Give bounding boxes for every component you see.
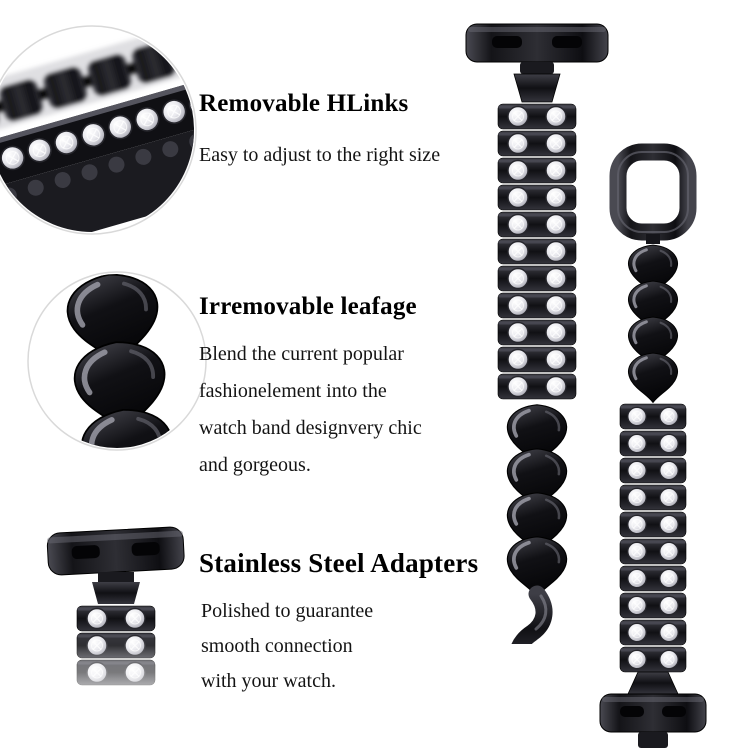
callout-desc-line: and gorgeous. bbox=[199, 454, 311, 476]
callout-title-hlinks: Removable HLinks bbox=[199, 90, 409, 117]
callout-title-adapters: Stainless Steel Adapters bbox=[199, 548, 479, 578]
callout-desc-line: watch band designvery chic bbox=[199, 417, 422, 439]
band-front-stone-links bbox=[498, 104, 576, 399]
callout-desc-adapters: Polished to guarantee smooth connection … bbox=[201, 594, 373, 699]
callout-desc-line: Easy to adjust to the right size bbox=[199, 144, 441, 166]
callout-desc-hlinks: Easy to adjust to the right size bbox=[199, 140, 440, 170]
callout-desc-line: smooth connection bbox=[201, 635, 353, 657]
watch-band-front bbox=[465, 23, 609, 644]
callout-desc-line: Blend the current popular bbox=[199, 343, 404, 365]
leafage-closeup-photo bbox=[27, 271, 207, 451]
adapter-bar bbox=[46, 526, 185, 576]
hlinks-closeup-photo bbox=[0, 25, 197, 235]
callout-desc-line: fashionelement into the bbox=[199, 380, 387, 402]
callout-desc-line: with your watch. bbox=[201, 670, 336, 692]
photo-fade bbox=[36, 634, 196, 721]
band-back-connector bbox=[646, 234, 660, 244]
callout-title-leafage: Irremovable leafage bbox=[199, 293, 417, 320]
band-back-buckle bbox=[609, 143, 697, 241]
band-front-leaf-links bbox=[505, 403, 569, 599]
band-front-adapter bbox=[465, 23, 609, 103]
band-back-leaf-links bbox=[627, 243, 679, 404]
adapter-tongue bbox=[98, 572, 134, 582]
callout-desc-line: Polished to guarantee bbox=[201, 600, 374, 622]
watch-band-back bbox=[599, 143, 707, 748]
callout-desc-leafage: Blend the current popular fashionelement… bbox=[199, 336, 422, 484]
band-back-adapter bbox=[599, 693, 707, 748]
band-front-hook bbox=[511, 585, 553, 644]
adapter-neck bbox=[92, 582, 140, 604]
adapter-closeup-photo bbox=[36, 526, 196, 721]
band-back-stone-links bbox=[620, 404, 686, 672]
band-back-neck bbox=[627, 671, 679, 695]
